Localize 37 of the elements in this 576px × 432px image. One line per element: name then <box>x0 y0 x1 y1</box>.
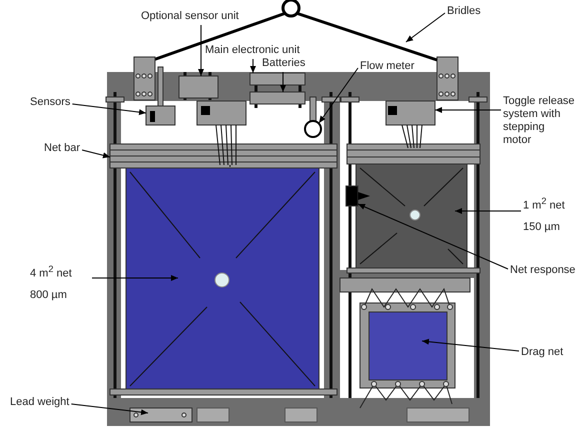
leader-line <box>422 338 520 352</box>
large-net <box>126 168 320 390</box>
leader-line <box>358 204 508 270</box>
part-label: Main electronic unit <box>205 44 305 57</box>
part-label: Batteries <box>262 57 312 70</box>
mesh-size-label: 800 µm <box>30 288 68 302</box>
leader-line <box>72 104 146 116</box>
leader-line <box>250 58 256 74</box>
toggle-release-box <box>386 100 436 126</box>
leader-line <box>92 275 178 281</box>
part-label: Bridles <box>447 5 497 18</box>
leader-line <box>70 404 148 416</box>
flow-meter <box>304 120 322 138</box>
leader-line <box>82 150 110 158</box>
optional-sensor-unit <box>178 76 218 98</box>
part-label: Sensors <box>30 96 80 109</box>
drag-net <box>368 312 448 380</box>
leader-line <box>198 24 204 76</box>
sensor-box <box>146 106 176 126</box>
part-label: Optional sensor unit <box>141 10 251 23</box>
battery-pack <box>250 92 306 104</box>
part-label: Toggle release system with stepping motor <box>503 95 575 147</box>
leader-line <box>434 107 502 113</box>
part-label: Drag net <box>521 346 571 359</box>
part-label: 1 m$^{2}$ net <box>523 195 566 213</box>
part-label: 4 m$^{2}$ net <box>30 263 73 281</box>
small-net <box>356 164 468 268</box>
part-label: Lead weight <box>10 396 80 409</box>
leader-line <box>454 208 522 214</box>
leader-line <box>280 72 286 92</box>
leader-line <box>406 12 446 42</box>
part-label: Flow meter <box>360 60 420 73</box>
lead-weight <box>130 408 192 422</box>
part-label: Net bar <box>44 142 89 155</box>
part-label: Net response <box>510 264 576 277</box>
mesh-size-label: 150 µm <box>523 220 561 234</box>
main-electronic-unit <box>250 72 306 86</box>
